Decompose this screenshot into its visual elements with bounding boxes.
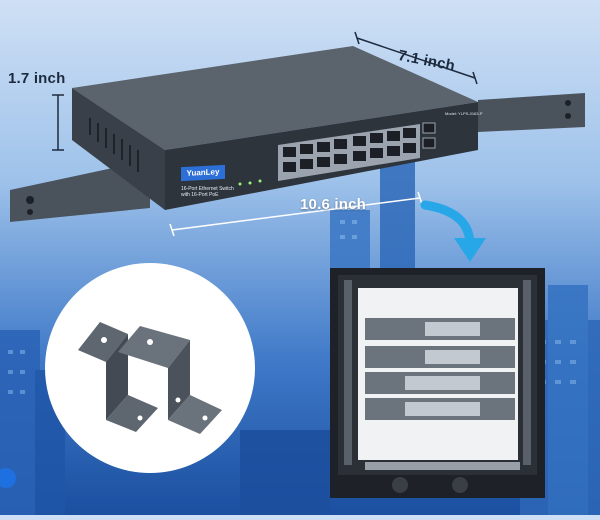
network-rack-cabinet [330, 268, 545, 498]
brand-badge: YuanLey [181, 164, 225, 182]
height-label: 1.7 inch [8, 70, 66, 87]
rack-switch-units [365, 318, 515, 420]
decorative-dot [0, 468, 16, 488]
depth-dimension-line [354, 31, 478, 85]
width-label: 10.6 inch [300, 196, 366, 213]
curved-arrow-icon [420, 200, 486, 262]
product-spec-line: 16-Port Ethernet Switch [181, 186, 234, 192]
height-dimension-line [52, 94, 64, 151]
width-dimension-line [169, 191, 423, 237]
model-label: Model: YLPS-0163-P [445, 111, 483, 116]
product-spec-line: with 16-Port PoE [181, 192, 219, 198]
rack-mount-bracket-icon [45, 263, 255, 473]
ethernet-switch [10, 46, 585, 222]
